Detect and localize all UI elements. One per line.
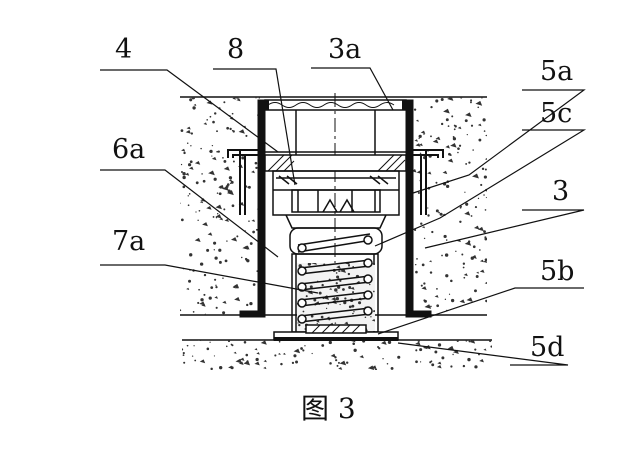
label-8: 8 bbox=[227, 34, 244, 65]
top-spring-coil bbox=[289, 227, 383, 255]
bearing-block bbox=[272, 170, 400, 229]
flange-ring bbox=[264, 154, 407, 172]
figure-caption: 图 3 bbox=[301, 392, 356, 425]
concrete-stipple-right bbox=[410, 97, 487, 312]
label-6a: 6a bbox=[112, 134, 145, 165]
part-labels: 4 8 3a 5a 5c 6a 3 7a 5b 5d bbox=[112, 34, 574, 363]
label-5b: 5b bbox=[540, 256, 574, 287]
concrete-stipple-base bbox=[182, 340, 492, 370]
coil-spring bbox=[297, 258, 373, 324]
anchor-left bbox=[227, 149, 258, 215]
label-5a: 5a bbox=[540, 56, 573, 87]
concrete-stipple-left bbox=[180, 97, 260, 315]
label-3: 3 bbox=[552, 176, 569, 207]
upper-cylinder bbox=[265, 110, 406, 155]
label-7a: 7a bbox=[112, 226, 145, 257]
outer-sleeve bbox=[239, 99, 432, 318]
label-5d: 5d bbox=[530, 332, 564, 363]
label-5c: 5c bbox=[540, 98, 572, 129]
label-3a: 3a bbox=[328, 34, 361, 65]
base-plate bbox=[273, 324, 399, 341]
leader-lines bbox=[100, 67, 587, 366]
anchor-right bbox=[413, 149, 444, 215]
label-4: 4 bbox=[115, 34, 132, 65]
base-concrete bbox=[182, 339, 492, 370]
